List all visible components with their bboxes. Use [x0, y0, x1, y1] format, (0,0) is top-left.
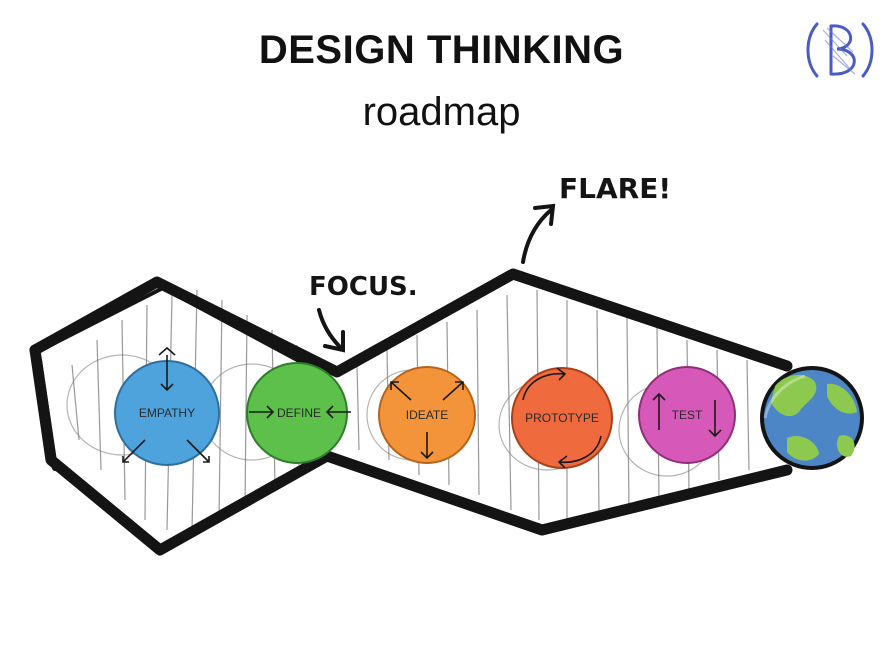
- roadmap-outline: [29, 268, 793, 556]
- stage-prototype: PROTOTYPE: [511, 367, 613, 469]
- stage-empathy-label: EMPATHY: [139, 406, 195, 420]
- flare-annotation: FLARE!: [559, 172, 671, 205]
- stage-empathy: EMPATHY: [114, 346, 220, 466]
- stage-ideate: IDEATE: [378, 366, 476, 464]
- page-title: DESIGN THINKING: [258, 28, 625, 72]
- stage-test-label: TEST: [672, 408, 703, 422]
- stage-define-label: DEFINE: [277, 406, 321, 420]
- stage-test-circle: [638, 366, 736, 464]
- globe-icon: [760, 366, 864, 470]
- page-subtitle: roadmap: [362, 90, 521, 134]
- stage-test: TEST: [638, 366, 736, 464]
- focus-arrow-icon: [317, 308, 345, 353]
- stage-define: DEFINE: [246, 362, 351, 464]
- stage-prototype-label: PROTOTYPE: [525, 411, 599, 425]
- stage-prototype-circle: [511, 367, 613, 469]
- stage-define-circle: [246, 362, 348, 464]
- stage-ideate-circle: [378, 366, 476, 464]
- stage-ideate-label: IDEATE: [406, 408, 448, 422]
- flare-arrow-icon: [521, 203, 556, 264]
- brand-logo: [806, 22, 874, 78]
- design-thinking-diagram: EMPATHY DEFINE IDEATE PROTOTYPE: [29, 172, 864, 556]
- focus-annotation: FOCUS.: [309, 272, 418, 302]
